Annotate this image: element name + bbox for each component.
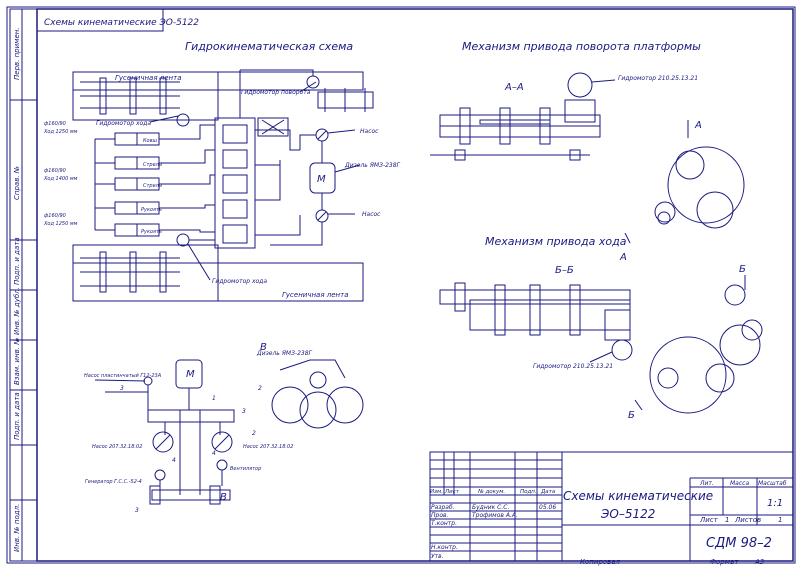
hydro-engine-letter: М [317, 174, 326, 185]
pd-num-7: 3 [135, 507, 139, 514]
role-4: Н.контр. [431, 544, 458, 551]
pump-drive-mechanism [94, 359, 364, 505]
role-5: Утв. [431, 553, 444, 560]
lit-label: Лит. [699, 480, 714, 487]
sheet-value: 1 [725, 516, 729, 524]
cyl-spec1-3: ф160/90 [44, 213, 66, 219]
sheets-label: Листов [734, 516, 761, 524]
side-label-2: Подп. и дата [13, 237, 21, 285]
hydro-scheme [72, 69, 374, 302]
pump-plate-label: Насос пластинчатый Г12-23А [84, 373, 162, 379]
role-0: Разраб. [431, 504, 455, 511]
role-1: Пров. [431, 512, 449, 519]
pump-drive-view-top: В [260, 342, 267, 353]
travel-section: Б–Б [555, 265, 574, 276]
fan-label: Вентилятор [230, 466, 261, 472]
col-hdr-3: Подп. [520, 489, 537, 495]
sheets-value: 1 [778, 516, 782, 524]
pump2-label: Насос [362, 211, 381, 218]
travel-motor-label: Гидромотор 210.25.13.21 [533, 363, 613, 370]
side-label-4: Взам. инв. № [13, 337, 21, 385]
rotate-title: Механизм привода поворота платформы [462, 40, 701, 53]
engine-label: Дизель ЯМЗ-238Г [344, 162, 401, 169]
title-line2: ЭО–5122 [600, 507, 655, 521]
rotate-mechanism [430, 72, 745, 244]
pump-left-label: Насос 207.32.18.02 [92, 444, 142, 450]
pump-drive-engine-letter: М [186, 369, 195, 380]
pump1-label: Насос [360, 128, 379, 135]
format-label: Формат [710, 558, 739, 566]
name-1: Трофимов А.А. [472, 512, 518, 519]
cyl-label-0: Ковш [143, 138, 158, 144]
sheet-label: Лист [699, 516, 719, 524]
role-2: Т.контр. [431, 520, 457, 527]
side-label-6: Инв. № подл. [13, 504, 21, 552]
mass-label: Масса [730, 480, 749, 487]
header-stamp: Схемы кинематические ЭО-5122 [44, 18, 199, 28]
pump-drive-engine-label: Дизель ЯМЗ-238Г [256, 350, 313, 357]
pd-num-4: 4 [172, 457, 176, 464]
motor-travel-bottom-label: Гидромотор хода [212, 278, 267, 285]
generator-label: Генератор Г.С.С.-52-4 [85, 479, 142, 485]
col-hdr-2: № докум. [477, 489, 505, 495]
side-label-0: Перв. примен. [13, 27, 21, 80]
travel-mechanism [439, 275, 763, 414]
date-0: 05.06 [539, 504, 556, 511]
title-block-lines [429, 451, 794, 562]
rotate-view-top: А [694, 120, 702, 131]
motor-travel-top-label: Гидромотор хода [96, 120, 151, 127]
col-hdr-4: Дата [540, 489, 556, 495]
name-0: Будник С.С. [472, 504, 509, 511]
travel-title: Механизм привода хода [485, 235, 627, 248]
travel-view-bottom: Б [628, 410, 635, 421]
title-line1: Схемы кинематические [563, 489, 713, 503]
header-stamp-box [36, 8, 164, 32]
pump-drive-view-bottom: В [220, 492, 227, 503]
cyl-label-4: Рукоять [141, 229, 162, 235]
side-label-3: Инв. № дубл. [13, 287, 21, 335]
pd-num-3: 3 [242, 408, 246, 415]
side-label-1: Справ. № [13, 166, 21, 200]
cyl-label-2: Стрела [143, 183, 162, 189]
designation: СДМ 98–2 [706, 536, 772, 551]
hydro-title: Гидрокинематическая схема [185, 40, 353, 53]
pd-num-6: 2 [252, 430, 256, 437]
cyl-spec2-3: Ход 1250 мм [43, 221, 78, 227]
cyl-spec1-1: ф160/90 [44, 168, 66, 174]
cyl-label-3: Рукоять [141, 207, 162, 213]
scale-label: Масштаб [758, 480, 787, 487]
inner-frame [36, 8, 794, 562]
cyl-spec1-0: ф160/90 [44, 121, 66, 127]
rotate-section: А–А [504, 82, 524, 93]
col-hdr-1: Лист [444, 489, 460, 495]
format-value: А3 [754, 558, 764, 566]
scale-value: 1:1 [767, 498, 783, 509]
pd-num-2: 1 [212, 395, 216, 402]
side-strip [9, 8, 38, 562]
track-bottom-label: Гусеничная лента [282, 291, 349, 299]
pd-num-5: 4 [212, 450, 216, 457]
cyl-label-1: Стрела [143, 162, 162, 168]
pump-right-label: Насос 207.32.18.02 [243, 444, 293, 450]
pd-num-1: 2 [258, 385, 262, 392]
travel-view-top: Б [739, 264, 746, 275]
col-hdr-0: Изм. [430, 489, 443, 495]
rotate-motor-label: Гидромотор 210.25.13.21 [618, 75, 698, 82]
cyl-spec2-1: Ход 1400 мм [43, 176, 78, 182]
track-top-label: Гусеничная лента [115, 74, 182, 82]
copied-label: Копировал [580, 558, 621, 566]
rotate-view-bottom: А [619, 252, 627, 263]
side-label-5: Подп. и дата [13, 392, 21, 440]
cyl-spec2-0: Ход 1250 мм [43, 129, 78, 135]
outer-frame [6, 6, 796, 564]
motor-rotate-label: Гидромотор поворота [241, 89, 311, 96]
pd-num-0: 3 [120, 385, 124, 392]
